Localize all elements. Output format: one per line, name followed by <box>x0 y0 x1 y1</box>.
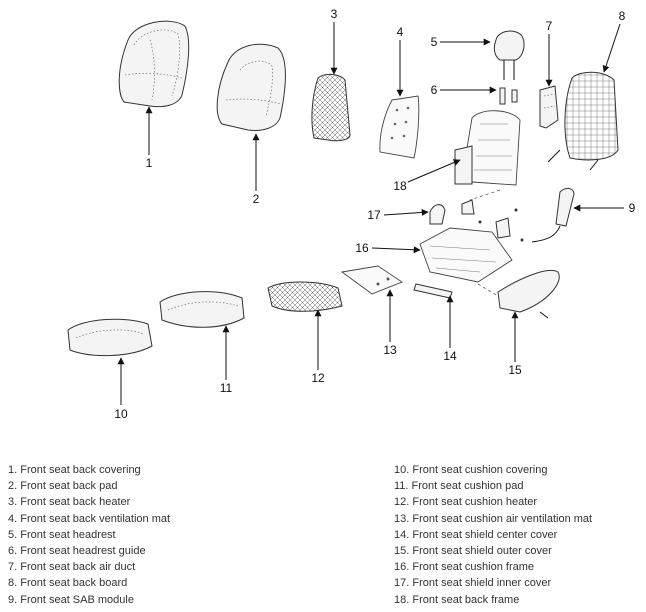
sab-module-drawing <box>531 187 575 243</box>
callout-12: 12 <box>311 371 325 385</box>
legend-item: 11. Front seat cushion pad <box>394 480 524 493</box>
callout-14: 14 <box>443 349 457 363</box>
callout-11: 11 <box>220 381 233 395</box>
callout-6: 6 <box>431 83 438 97</box>
leader-lines <box>117 22 624 405</box>
legend-item: 9. Front seat SAB module <box>8 593 134 606</box>
legend-item: 12. Front seat cushion heater <box>394 496 538 509</box>
callout-5: 5 <box>431 35 438 49</box>
parts-legend: 1. Front seat back covering 2. Front sea… <box>0 462 646 608</box>
legend-item: 1. Front seat back covering <box>8 464 141 476</box>
callout-numbers: 1 2 3 4 5 6 7 8 9 10 11 12 13 14 15 16 1… <box>114 7 635 421</box>
callout-17: 17 <box>367 208 381 222</box>
legend-item: 7. Front seat back air duct <box>8 561 136 574</box>
cushion-heater-drawing <box>267 281 343 312</box>
legend-item: 8. Front seat back board <box>8 577 128 590</box>
callout-4: 4 <box>397 25 404 39</box>
legend-item: 14. Front seat shield center cover <box>394 528 558 541</box>
legend-item: 3. Front seat back heater <box>8 496 131 509</box>
callout-13: 13 <box>383 343 397 357</box>
callout-8: 8 <box>619 9 626 23</box>
bracket-hardware-drawing <box>461 199 524 242</box>
back-air-duct-drawing <box>539 85 559 129</box>
legend-right-column: 10. Front seat cushion covering 11. Fron… <box>394 462 592 608</box>
callout-18: 18 <box>393 179 407 193</box>
legend-item: 6. Front seat headrest guide <box>8 544 146 557</box>
callout-9: 9 <box>629 201 636 215</box>
seat-back-heater-drawing <box>311 73 351 142</box>
callout-1: 1 <box>146 156 153 170</box>
legend-item: 13. Front seat cushion air ventilation m… <box>394 512 593 525</box>
seat-back-pad-drawing <box>216 43 286 131</box>
legend-item: 2. Front seat back pad <box>8 480 118 493</box>
exploded-seat-diagram: 1 2 3 4 5 6 7 8 9 10 11 12 13 14 15 16 1… <box>67 7 636 421</box>
callout-16: 16 <box>355 241 369 255</box>
legend-item: 10. Front seat cushion covering <box>394 464 548 476</box>
legend-item: 4. Front seat back ventilation mat <box>8 512 171 525</box>
seat-back-frame-drawing <box>454 110 521 186</box>
cushion-air-ventilation-mat-drawing <box>340 265 403 295</box>
seat-back-ventilation-mat-drawing <box>379 95 420 159</box>
legend-item: 16. Front seat cushion frame <box>394 561 535 574</box>
callout-2: 2 <box>253 192 260 206</box>
callout-3: 3 <box>331 7 338 21</box>
legend-item: 5. Front seat headrest <box>8 528 116 541</box>
legend-item: 15. Front seat shield outer cover <box>394 544 552 557</box>
shield-inner-cover-drawing <box>429 204 446 225</box>
legend-item: 17. Front seat shield inner cover <box>394 577 552 590</box>
callout-10: 10 <box>114 407 128 421</box>
cushion-covering-drawing <box>67 318 153 357</box>
shield-outer-cover-drawing <box>477 269 560 319</box>
seat-back-covering-drawing <box>118 20 190 108</box>
legend-item: 18. Front seat back frame <box>394 593 520 606</box>
callout-15: 15 <box>508 363 522 377</box>
legend-left-column: 1. Front seat back covering 2. Front sea… <box>8 462 170 608</box>
cushion-frame-drawing <box>419 189 513 283</box>
headrest-drawing <box>493 30 525 80</box>
callout-7: 7 <box>546 19 553 33</box>
seat-back-board-drawing <box>547 71 619 171</box>
cushion-pad-drawing <box>159 291 245 328</box>
headrest-guide-drawing <box>499 87 518 105</box>
shield-center-cover-drawing <box>413 283 453 299</box>
